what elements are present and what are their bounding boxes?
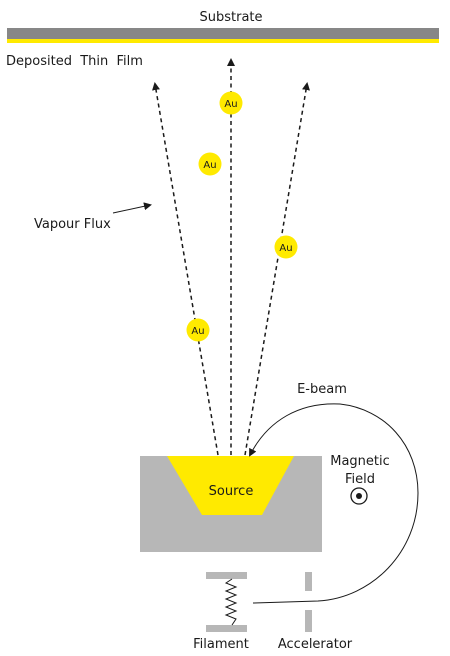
au-atom-4: Au [186,318,210,342]
vapour-flux-arrows [152,58,310,456]
filament-top-plate [206,572,247,579]
accelerator-label: Accelerator [278,637,353,652]
magnetic-field-label-line2: Field [345,472,375,487]
magnetic-field-label-line1: Magnetic [330,454,390,469]
au-atom-1: Au [219,91,243,115]
au-atom-3: Au [274,235,298,259]
vapour-flux-label: Vapour Flux [34,217,111,232]
source-label: Source [209,484,254,499]
accelerator [305,572,312,632]
au-atom-label: Au [224,99,237,110]
filament-bottom-plate [206,625,247,632]
vapour-flux-pointer [112,202,152,214]
au-atom-2: Au [198,152,222,176]
e-beam-path [249,403,419,604]
au-atom-label: Au [279,243,292,254]
filament-coil [224,578,238,626]
accelerator-top-plate [305,572,312,591]
deposited-thin-film [7,39,439,43]
substrate-label: Substrate [199,10,262,25]
filament [206,572,247,632]
au-atom-label: Au [203,160,216,171]
deposited-thin-film-label: Deposited Thin Film [6,54,143,69]
source [167,456,294,515]
accelerator-bottom-plate [305,610,312,632]
substrate [7,28,439,39]
au-atom-label: Au [191,326,204,337]
magnetic-field-out-of-page-icon [350,487,368,505]
filament-label: Filament [193,637,249,652]
vapour-arrow-right [244,82,310,456]
vapour-arrow-left [152,82,219,456]
e-beam-label: E-beam [297,382,347,397]
